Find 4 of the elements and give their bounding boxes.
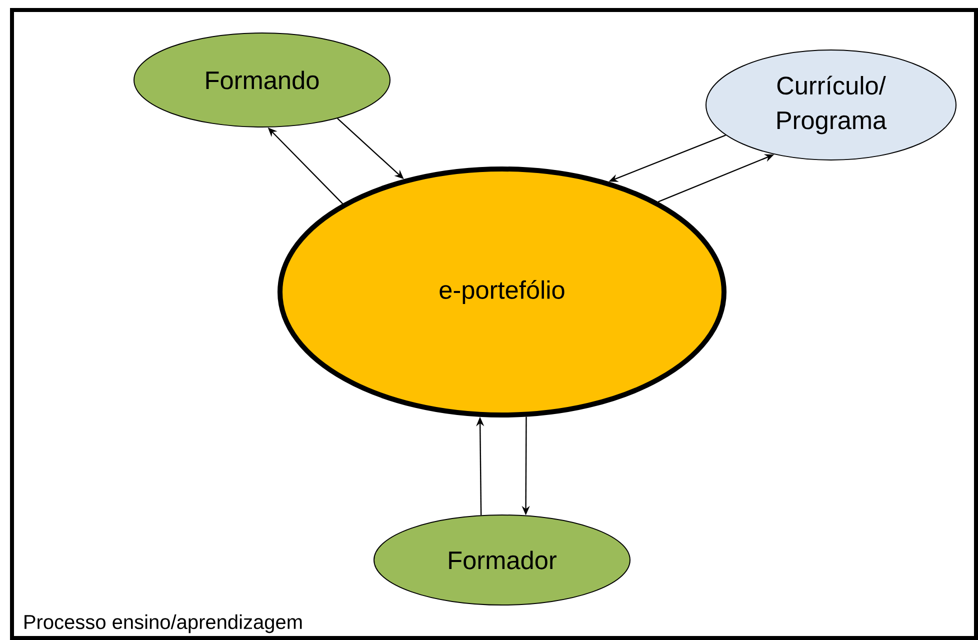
ellipse-node: Formando — [134, 32, 390, 128]
ellipse-node: e-portefólio — [278, 166, 726, 418]
ellipse-node: Currículo/ Programa — [706, 50, 956, 160]
ellipse-node: Formador — [374, 514, 630, 606]
